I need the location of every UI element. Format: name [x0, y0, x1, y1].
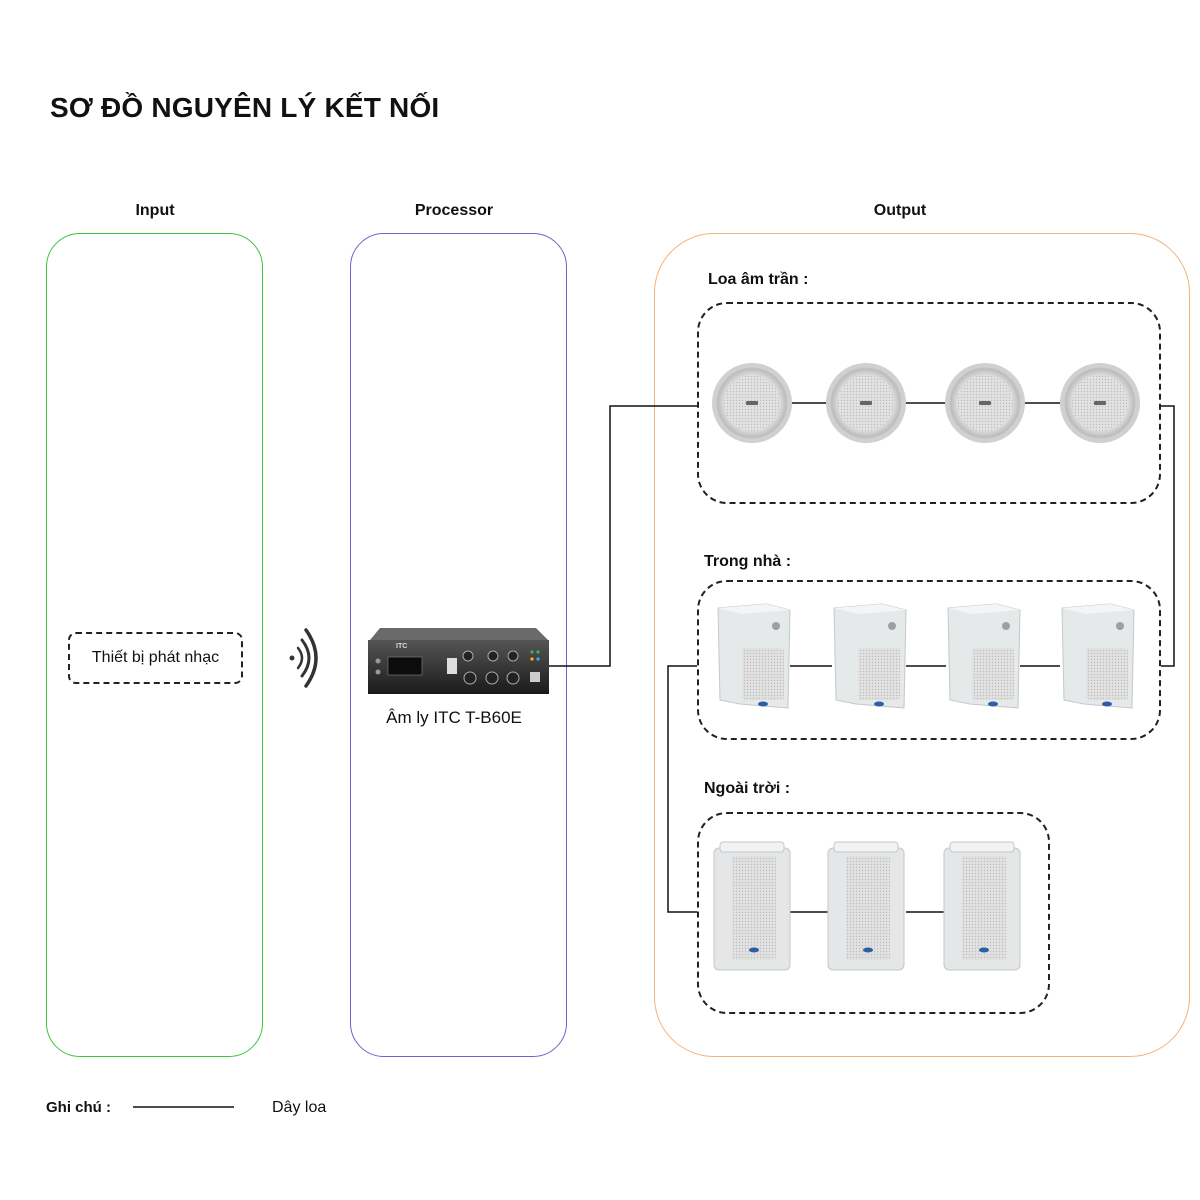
outdoor-speaker-group: [697, 812, 1050, 1014]
column-speaker: [943, 841, 1021, 971]
wire-ceiling-to-indoor: [1161, 405, 1175, 667]
wall-speaker: [947, 603, 1021, 709]
speaker-wires: [133, 402, 1175, 1108]
wire-indoor-to-outdoor: [667, 665, 697, 913]
column-speakers: [713, 841, 1021, 971]
output-column-label: Output: [873, 202, 927, 219]
amplifier-device: ITC: [368, 628, 549, 694]
input-column-label: Input: [135, 202, 175, 219]
ceiling-speaker: [945, 363, 1025, 443]
wall-speaker: [833, 603, 907, 709]
ceiling-speaker: [712, 363, 792, 443]
indoor-group-label: Trong nhà :: [704, 553, 792, 570]
input-panel: [46, 233, 263, 1057]
indoor-speaker-group: [697, 580, 1161, 740]
ceiling-speaker: [826, 363, 906, 443]
svg-text:ITC: ITC: [396, 643, 407, 650]
wall-speaker: [1061, 603, 1135, 709]
ceiling-speakers: [712, 363, 1140, 443]
legend-label: Ghi chú :: [46, 1099, 111, 1116]
wireless-signal-icon: [289, 628, 318, 688]
wall-speakers: [717, 603, 1135, 709]
ceiling-speaker: [1060, 363, 1140, 443]
music-player-device: Thiết bị phát nhạc: [68, 632, 243, 684]
amplifier-label: Âm ly ITC T-B60E: [386, 708, 522, 727]
diagram-title: SƠ ĐỒ NGUYÊN LÝ KẾT NỐI: [50, 92, 440, 123]
legend-wire-text: Dây loa: [272, 1099, 327, 1116]
processor-panel: [350, 233, 567, 1057]
wire-amp-to-ceiling: [549, 405, 697, 667]
column-speaker: [827, 841, 905, 971]
ceiling-speaker-group: [697, 302, 1161, 504]
outdoor-group-label: Ngoài trời :: [704, 780, 791, 797]
column-speaker: [713, 841, 791, 971]
processor-column-label: Processor: [414, 202, 494, 219]
wall-speaker: [717, 603, 791, 709]
music-player-label: Thiết bị phát nhạc: [91, 649, 220, 666]
ceiling-group-label: Loa âm trần :: [708, 271, 809, 288]
output-panel: [654, 233, 1190, 1057]
